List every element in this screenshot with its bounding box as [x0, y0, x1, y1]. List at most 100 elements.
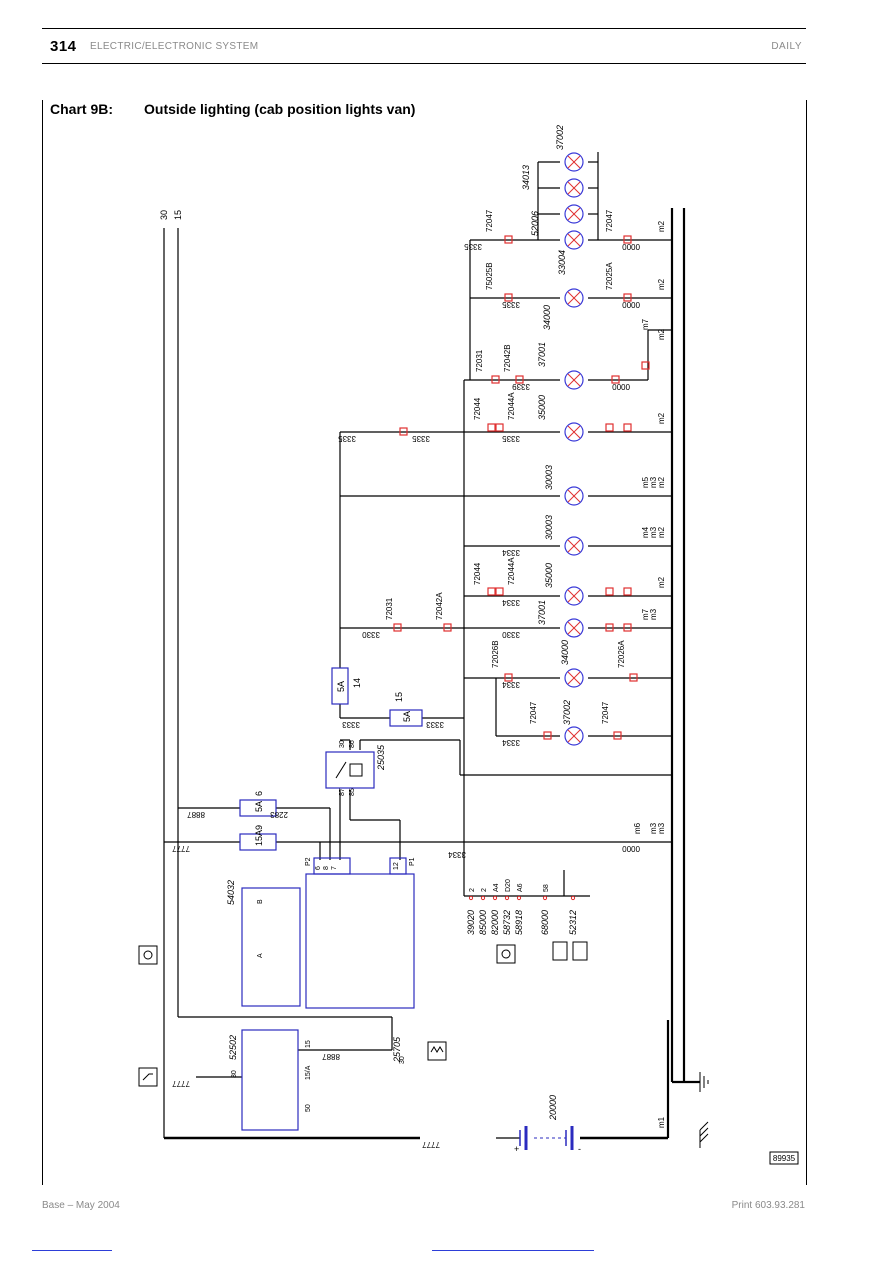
- brand-name: DAILY: [771, 41, 802, 52]
- relay-pin: 85: [349, 788, 356, 796]
- lamp-code: 52006: [530, 211, 540, 236]
- switch-bank-dot: [570, 895, 576, 901]
- connector-label: 72044A: [507, 392, 516, 420]
- switch-bank-pin: A4: [493, 883, 500, 892]
- lamp-icon: [564, 536, 584, 556]
- lamp-icon: [564, 204, 584, 224]
- connector-pin: [605, 623, 614, 632]
- terminal-30: 30: [159, 210, 169, 220]
- connector-label: 72047: [485, 209, 494, 232]
- connector-pin: [487, 587, 496, 596]
- wire-label: 3334: [502, 680, 520, 689]
- fog-lamp-icon: [552, 941, 588, 961]
- wire-label: 3334: [502, 598, 520, 607]
- chart-name: Outside lighting (cab position lights va…: [144, 101, 416, 117]
- fuse-value: 5A: [254, 801, 264, 812]
- fuse-6-box: [239, 799, 277, 817]
- lamp-icon: [564, 422, 584, 442]
- switch-bank-code: 82000: [490, 910, 500, 935]
- ground-label: m6: [633, 822, 642, 834]
- ground-symbols: [699, 1072, 709, 1148]
- connector-pin: [515, 375, 524, 384]
- lamp-code: 33004: [557, 250, 567, 275]
- connector-pin: [443, 623, 452, 632]
- figure-number: 89935: [773, 1154, 796, 1163]
- lamp-code: 34013: [521, 165, 531, 190]
- wire-label: 3339: [512, 382, 530, 391]
- wire-label: 3330: [362, 630, 380, 639]
- ignition-pin: 15/A: [305, 1065, 312, 1080]
- ground-label: m2: [657, 278, 666, 290]
- lamp-icon: [564, 586, 584, 606]
- switch-54032-outer: [305, 873, 415, 1009]
- dashboard-code: 25705: [392, 1036, 402, 1063]
- switch-bank-pin: 2: [469, 888, 476, 892]
- fuse-value: 5A: [336, 681, 346, 692]
- diagram-labels: 3700252006340133300434000370013500030003…: [159, 125, 666, 1154]
- relay-pin: 30: [339, 740, 346, 748]
- ground-label: m5: [641, 476, 650, 488]
- relay-code: 25035: [376, 744, 386, 771]
- switch-bank-dot: [492, 895, 498, 901]
- connector-label: 72026B: [491, 640, 500, 668]
- ground-label: m3: [649, 608, 658, 620]
- ground-label: m2: [657, 328, 666, 340]
- switch-pin: P2: [305, 857, 312, 866]
- ground-label: m3: [649, 822, 658, 834]
- lamp-icon: [564, 370, 584, 390]
- wire-label: 7777: [172, 1079, 190, 1088]
- connector-label: 72042A: [435, 592, 444, 620]
- switch-bank-dot: [516, 895, 522, 901]
- connector-label: 72047: [529, 701, 538, 724]
- connector-pin: [504, 293, 513, 302]
- lamp-code: 35000: [544, 563, 554, 588]
- footer-link-left[interactable]: [32, 1250, 112, 1251]
- switch-bank-code: 58732: [502, 910, 512, 935]
- switch-bank-dot: [480, 895, 486, 901]
- wires: [163, 152, 700, 1140]
- top-rule: [42, 28, 806, 29]
- lamp-code: 37002: [562, 700, 572, 725]
- lamp-code: 37001: [537, 342, 547, 367]
- sun-icon: [138, 945, 158, 965]
- connector-pin: [641, 361, 650, 370]
- ground-label: m7: [641, 608, 650, 620]
- ground-label: m2: [657, 220, 666, 232]
- switch-code: 54032: [226, 880, 236, 905]
- switch-bank-dot: [542, 895, 548, 901]
- figure-number-box: 89935: [769, 1151, 799, 1165]
- lamp-icon: [564, 486, 584, 506]
- chart-id: Chart 9B:: [50, 101, 114, 117]
- switch-bank-pin: 2: [481, 888, 488, 892]
- footer-link-right[interactable]: [432, 1250, 594, 1251]
- ground-label: m3: [649, 526, 658, 538]
- lamp-code: 34000: [560, 640, 570, 665]
- connector-pin: [623, 293, 632, 302]
- connector-pin: [504, 673, 513, 682]
- wire-label: 3335: [464, 242, 482, 251]
- lamp-code: 34000: [542, 305, 552, 330]
- battery-plus: +: [514, 1144, 519, 1154]
- connector-label: 72042B: [503, 344, 512, 372]
- connector-pin: [399, 427, 408, 436]
- key-ignition-icon: [138, 1067, 158, 1087]
- wire-label: 3334: [502, 548, 520, 557]
- switch-pin: B: [257, 899, 264, 904]
- relay-25035-box: [325, 751, 375, 789]
- ignition-pin: 15: [305, 1040, 312, 1048]
- connector-pin: [491, 375, 500, 384]
- relay-pin: 86: [349, 740, 356, 748]
- relay-coil: [349, 763, 363, 777]
- wire-label: 0000: [612, 382, 630, 391]
- footer-right: Print 603.93.281: [731, 1200, 805, 1211]
- lamp-icon: [564, 726, 584, 746]
- fuse-id: 9: [254, 825, 264, 830]
- battery-code: 20000: [548, 1095, 558, 1121]
- footer-left: Base – May 2004: [42, 1200, 120, 1211]
- wire-label: 3334: [448, 850, 466, 859]
- switch-bank-code: 52312: [568, 910, 578, 935]
- fuse-9-box: [239, 833, 277, 851]
- connector-pin: [393, 623, 402, 632]
- switch-bank-pin: 58: [543, 884, 550, 892]
- switch-pin: A: [257, 953, 264, 958]
